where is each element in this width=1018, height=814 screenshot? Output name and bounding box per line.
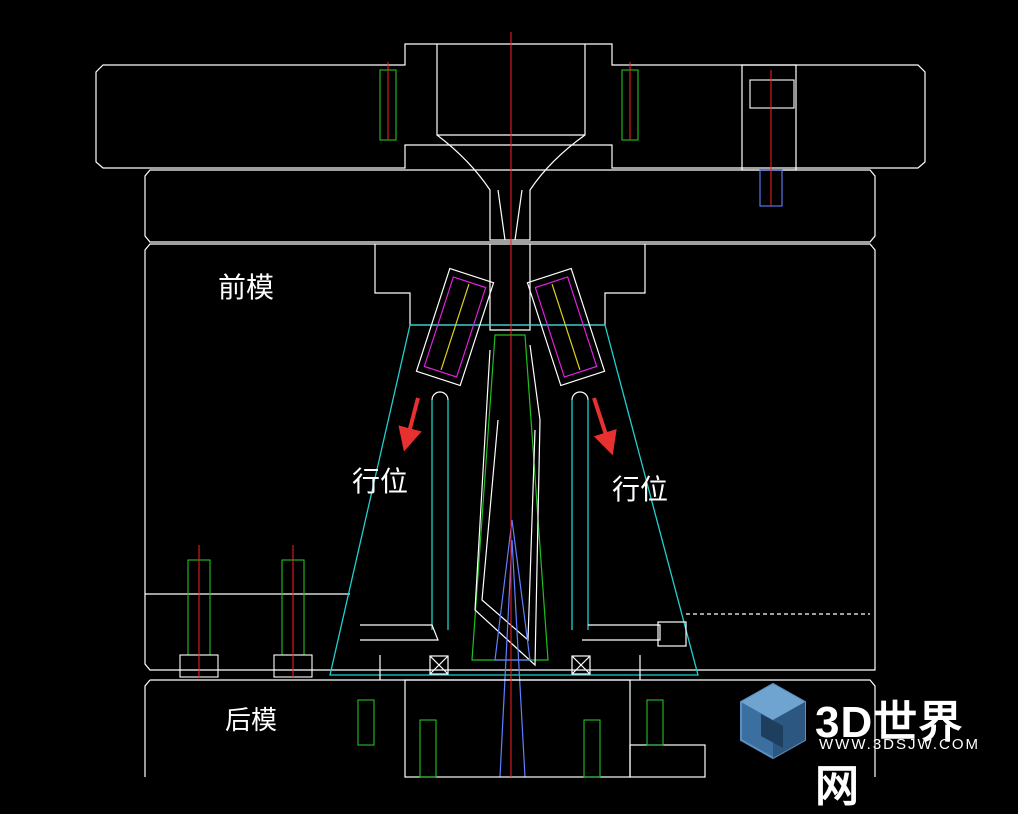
rear-mold-plate [144,655,876,778]
angle-pins [360,391,870,675]
watermark-url: WWW.3DSJW.COM [819,736,980,753]
wear-plate-left [415,267,495,387]
cad-drawing-canvas: 前模 后模 行位 行位 3D世界网 WWW.3DSJW.COM [95,32,1005,811]
front-mold-plate [144,169,876,671]
slider-left-label: 行位 [352,465,409,498]
mold-assembly-drawing [95,32,926,778]
watermark: 3D世界网 WWW.3DSJW.COM [735,676,1005,811]
wear-plate-right [526,267,606,387]
cap-screws [179,69,795,778]
slider-direction-arrows [398,397,617,456]
watermark-brand: 3D世界网 [815,698,964,811]
molded-part [471,334,549,778]
rear-mold-label: 后模 [225,706,278,736]
cube-logo-icon [740,682,806,760]
centerlines [198,32,772,777]
slider-outline [329,324,699,676]
front-mold-label: 前模 [218,271,275,304]
slider-right-label: 行位 [612,473,669,506]
